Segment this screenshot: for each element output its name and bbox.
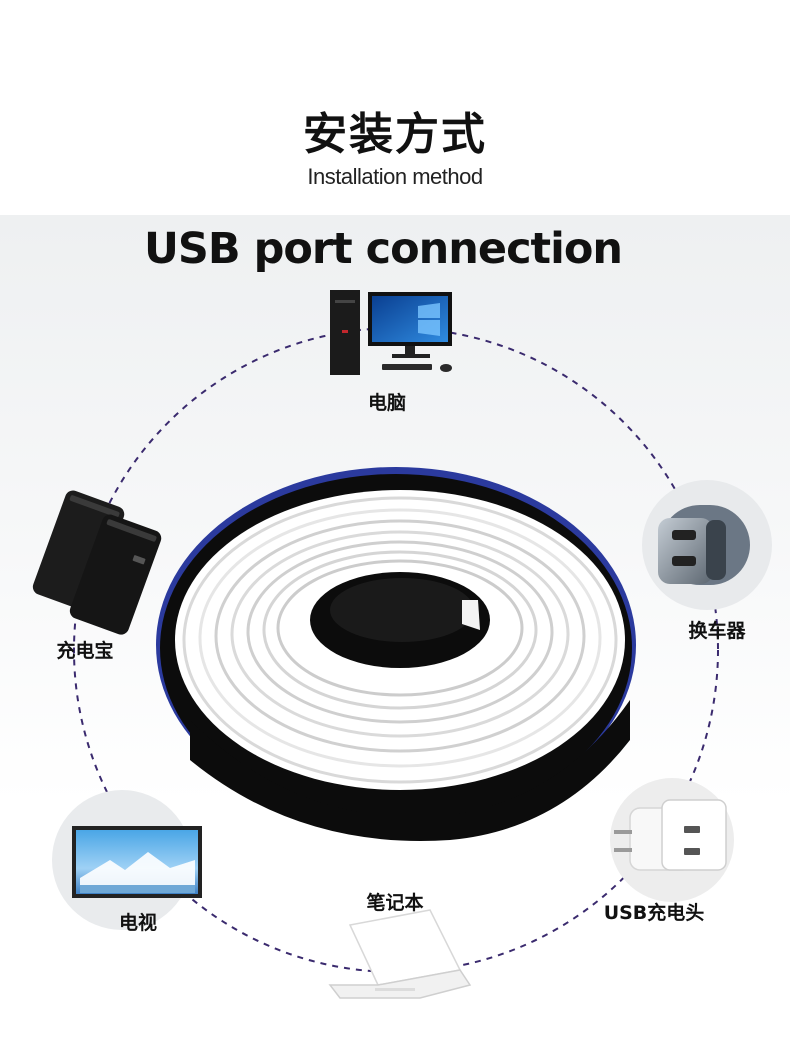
section-heading: USB port connection — [143, 224, 623, 274]
page-subtitle: Installation method — [307, 164, 483, 189]
device-label-tv: 电视 — [118, 912, 157, 934]
desktop-computer-icon — [330, 290, 452, 375]
device-label-car-charger: 换车器 — [688, 620, 746, 642]
power-bank-icon — [32, 490, 162, 635]
device-label-laptop: 笔记本 — [366, 892, 424, 914]
usb-charger-icon — [610, 778, 734, 902]
device-label-power-bank: 充电宝 — [56, 640, 114, 662]
car-charger-icon — [642, 480, 772, 610]
page-title: 安装方式 — [303, 109, 487, 160]
tv-icon — [52, 790, 202, 930]
header-band — [0, 0, 790, 215]
device-label-usb-charger: USB充电头 — [603, 902, 705, 924]
laptop-icon — [328, 909, 472, 999]
device-label-computer: 电脑 — [367, 392, 406, 414]
led-strip-reel-icon — [156, 467, 636, 841]
